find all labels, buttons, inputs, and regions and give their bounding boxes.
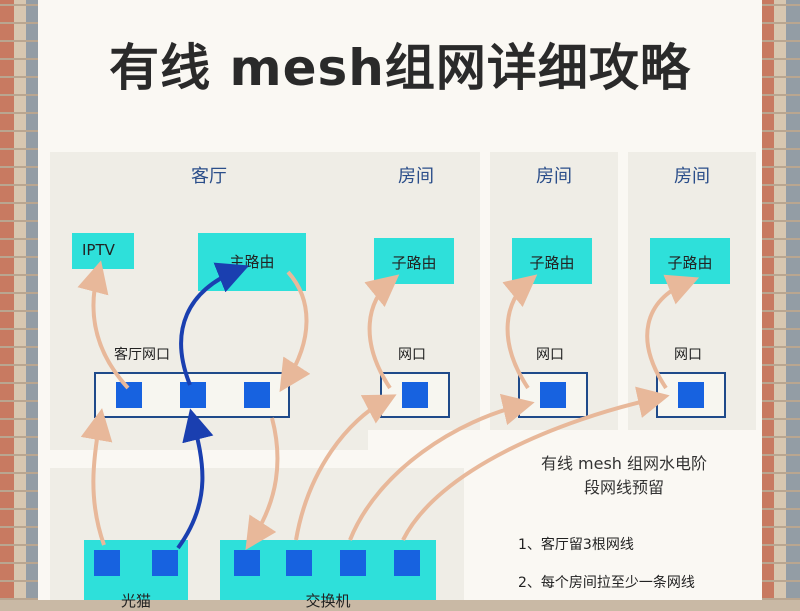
room-port-label: 网口 <box>536 347 564 363</box>
port-to-switch-arrow <box>245 417 280 551</box>
room-port-to-router-arrow-2 <box>502 274 538 390</box>
connection-arrows <box>77 260 700 551</box>
iptv-label: IPTV <box>82 241 115 259</box>
room-port-label: 网口 <box>674 347 702 363</box>
room-port-to-router-arrow-3 <box>645 274 700 390</box>
router-to-port-arrow <box>279 270 311 393</box>
port-square <box>180 382 206 408</box>
sub-router-label: 子路由 <box>667 254 713 272</box>
diagram-paper: 有线 mesh组网详细攻略 客厅 房间 房间 房间 IPTV 主路由 客厅网口 … <box>38 0 762 610</box>
switch-to-room-arrow-3 <box>401 386 670 541</box>
page-title: 有线 mesh组网详细攻略 <box>109 39 691 97</box>
port-square <box>152 550 178 576</box>
brick-wall-right <box>760 0 800 600</box>
port-square <box>394 550 420 576</box>
port-square <box>402 382 428 408</box>
room-port-label: 网口 <box>398 347 426 363</box>
room-label: 房间 <box>674 166 710 187</box>
port-square <box>540 382 566 408</box>
switch-to-room-arrow-1 <box>294 394 397 541</box>
port-square <box>340 550 366 576</box>
room-port-to-router-arrow-1 <box>364 274 400 390</box>
port-square <box>94 550 120 576</box>
note-item-2: 2、每个房间拉至少一条网线 <box>518 575 695 591</box>
sub-router-label: 子路由 <box>391 254 437 272</box>
modem-to-port-arrow <box>176 408 214 550</box>
sub-router-box-1: 子路由 <box>374 238 454 284</box>
switch-to-room-arrow-2 <box>348 393 535 541</box>
note-title: 有线 mesh 组网水电阶 段网线预留 <box>508 452 740 500</box>
note-title-line-1: 有线 mesh 组网水电阶 <box>540 454 708 473</box>
note-title-line-2: 段网线预留 <box>583 478 664 497</box>
room-label: 房间 <box>536 166 572 187</box>
port-square <box>234 550 260 576</box>
brick-wall-left <box>0 0 40 600</box>
room-label: 房间 <box>398 166 434 187</box>
sub-router-label: 子路由 <box>529 254 575 272</box>
note-item-1: 1、客厅留3根网线 <box>518 537 634 553</box>
modem-to-living-port-arrow <box>80 408 113 546</box>
port-to-iptv-arrow <box>77 260 130 390</box>
port-to-router-arrow <box>179 262 250 386</box>
port-square <box>286 550 312 576</box>
port-square <box>244 382 270 408</box>
living-room-label: 客厅 <box>191 166 227 187</box>
living-port-label: 客厅网口 <box>114 347 170 363</box>
port-square <box>678 382 704 408</box>
